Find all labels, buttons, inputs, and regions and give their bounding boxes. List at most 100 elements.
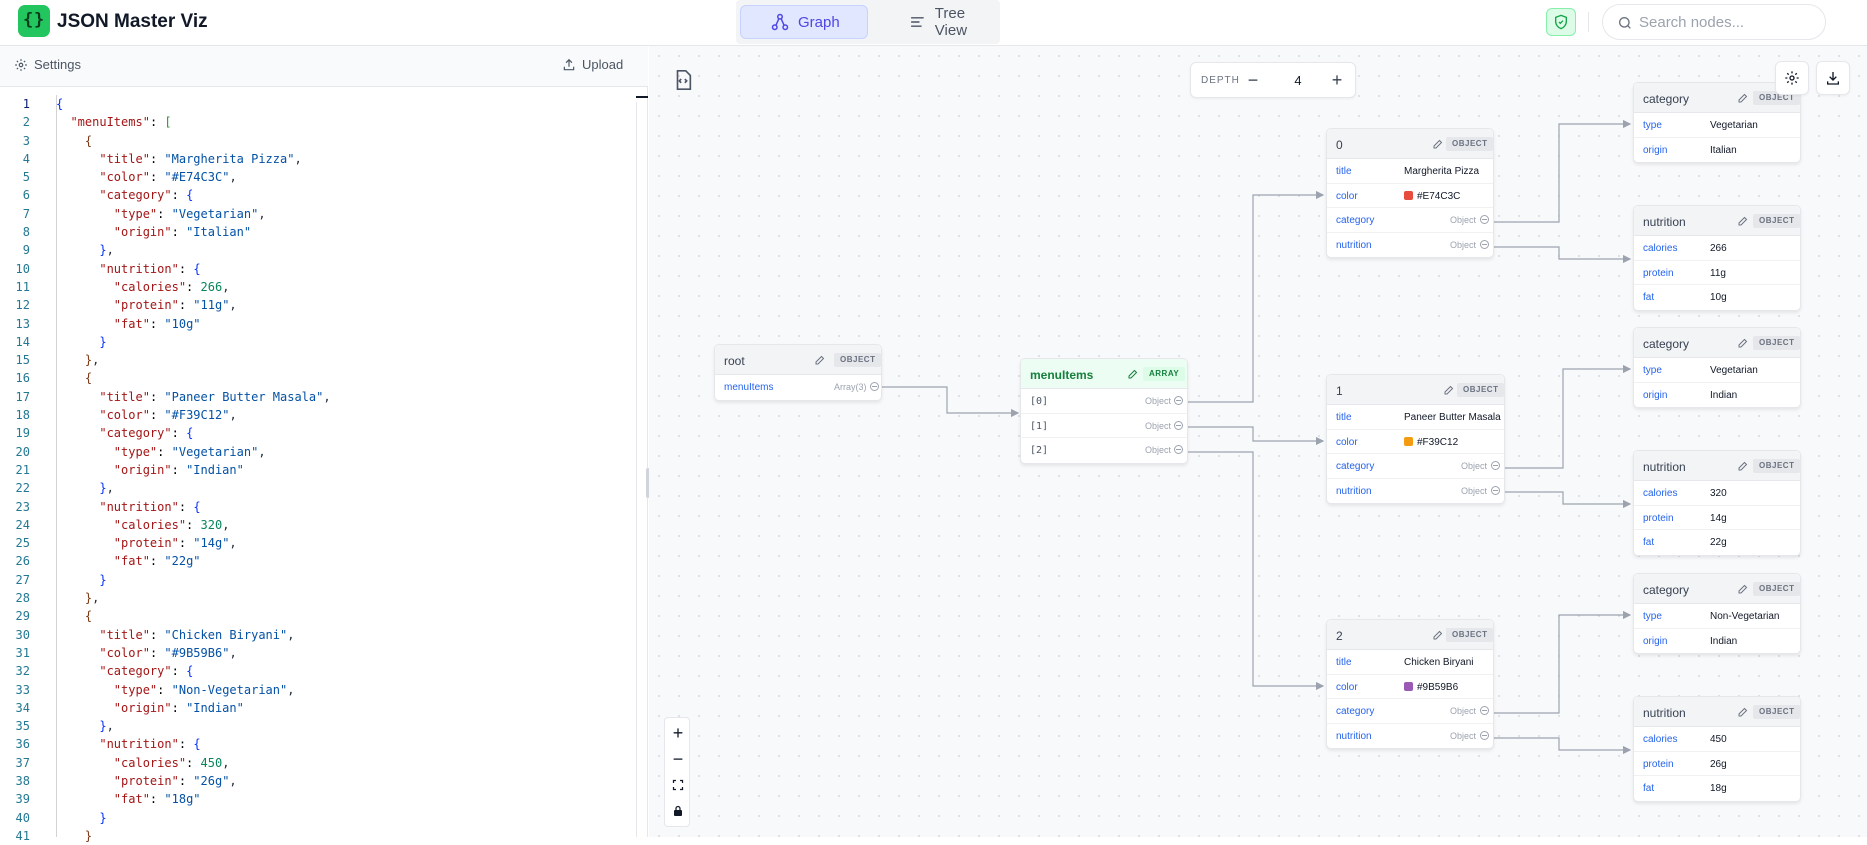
code-line[interactable]: 37 "calories": 450,	[0, 754, 648, 772]
code-line[interactable]: 3 {	[0, 132, 648, 150]
collapse-handle[interactable]	[1491, 461, 1500, 470]
code-line[interactable]: 18 "color": "#F39C12",	[0, 406, 648, 424]
code-line[interactable]: 39 "fat": "18g"	[0, 790, 648, 808]
node-row[interactable]: color#E74C3C	[1327, 184, 1493, 208]
code-line[interactable]: 19 "category": {	[0, 424, 648, 442]
zoom-out-button[interactable]: −	[665, 746, 691, 772]
canvas-settings-button[interactable]	[1775, 61, 1809, 95]
node-menuitems[interactable]: menuItems ARRAY [0] Object [1] Object [2…	[1020, 358, 1188, 464]
code-line[interactable]: 27 }	[0, 571, 648, 589]
collapse-handle[interactable]	[1174, 445, 1183, 454]
depth-decrease-button[interactable]: −	[1247, 70, 1259, 90]
code-line[interactable]: 32 "category": {	[0, 662, 648, 680]
pencil-icon[interactable]	[1127, 368, 1139, 380]
code-line[interactable]: 7 "type": "Vegetarian",	[0, 205, 648, 223]
fit-view-button[interactable]	[665, 772, 691, 798]
code-line[interactable]: 2 "menuItems": [	[0, 113, 648, 131]
pencil-icon[interactable]	[1737, 706, 1749, 718]
pencil-icon[interactable]	[1737, 460, 1749, 472]
code-line[interactable]: 9 },	[0, 241, 648, 259]
code-line[interactable]: 4 "title": "Margherita Pizza",	[0, 150, 648, 168]
code-line[interactable]: 13 "fat": "10g"	[0, 315, 648, 333]
code-line[interactable]: 26 "fat": "22g"	[0, 552, 648, 570]
panel-resize-handle[interactable]	[646, 468, 650, 498]
editor-scrollbar[interactable]	[636, 102, 637, 837]
code-line[interactable]: 14 }	[0, 333, 648, 351]
code-editor[interactable]: 1{2 "menuItems": [3 {4 "title": "Margher…	[0, 95, 648, 843]
collapse-handle[interactable]	[1480, 239, 1489, 249]
node-row[interactable]: menuItems Array(3)	[715, 375, 881, 400]
code-line[interactable]: 29 {	[0, 607, 648, 625]
upload-button[interactable]: Upload	[562, 57, 623, 72]
node-row[interactable]: color#9B59B6	[1327, 675, 1493, 699]
settings-button[interactable]: Settings	[14, 57, 81, 72]
lock-button[interactable]	[665, 798, 691, 824]
collapse-handle[interactable]	[1174, 420, 1183, 430]
code-line[interactable]: 22 },	[0, 479, 648, 497]
code-line[interactable]: 8 "origin": "Italian"	[0, 223, 648, 241]
code-line[interactable]: 30 "title": "Chicken Biryani",	[0, 626, 648, 644]
code-line[interactable]: 6 "category": {	[0, 186, 648, 204]
collapse-handle[interactable]	[1480, 730, 1489, 740]
code-line[interactable]: 5 "color": "#E74C3C",	[0, 168, 648, 186]
code-line[interactable]: 1{	[0, 95, 648, 113]
code-line[interactable]: 41 }	[0, 827, 648, 845]
code-line[interactable]: 23 "nutrition": {	[0, 498, 648, 516]
code-line[interactable]: 24 "calories": 320,	[0, 516, 648, 534]
file-json-icon[interactable]	[672, 69, 694, 91]
collapse-handle[interactable]	[1480, 706, 1489, 715]
pencil-icon[interactable]	[1432, 138, 1444, 150]
code-line[interactable]: 12 "protein": "11g",	[0, 296, 648, 314]
collapse-handle[interactable]	[1174, 396, 1183, 405]
pencil-icon[interactable]	[1432, 629, 1444, 641]
pencil-icon[interactable]	[1737, 92, 1749, 104]
pencil-icon[interactable]	[1737, 583, 1749, 595]
pencil-icon[interactable]	[1737, 337, 1749, 349]
zoom-in-button[interactable]: +	[665, 720, 691, 746]
tab-graph[interactable]: Graph	[740, 5, 868, 39]
pencil-icon[interactable]	[1443, 384, 1455, 396]
shield-check-icon[interactable]	[1546, 8, 1576, 36]
collapse-handle[interactable]	[1491, 485, 1500, 495]
code-line[interactable]: 35 },	[0, 717, 648, 735]
code-line[interactable]: 17 "title": "Paneer Butter Masala",	[0, 388, 648, 406]
code-line[interactable]: 16 {	[0, 369, 648, 387]
code-line[interactable]: 36 "nutrition": {	[0, 735, 648, 753]
node-row[interactable]: [0] Object	[1021, 389, 1187, 414]
collapse-handle[interactable]	[870, 382, 879, 391]
code-line[interactable]: 15 },	[0, 351, 648, 369]
code-line[interactable]: 11 "calories": 266,	[0, 278, 648, 296]
code-line[interactable]: 25 "protein": "14g",	[0, 534, 648, 552]
search-input[interactable]	[1639, 12, 1809, 32]
code-line[interactable]: 34 "origin": "Indian"	[0, 699, 648, 717]
collapse-handle[interactable]	[1480, 215, 1489, 224]
code-line[interactable]: 33 "type": "Non-Vegetarian",	[0, 681, 648, 699]
code-line[interactable]: 20 "type": "Vegetarian",	[0, 443, 648, 461]
node-row[interactable]: [2] Object	[1021, 438, 1187, 463]
depth-increase-button[interactable]: +	[1331, 70, 1343, 90]
